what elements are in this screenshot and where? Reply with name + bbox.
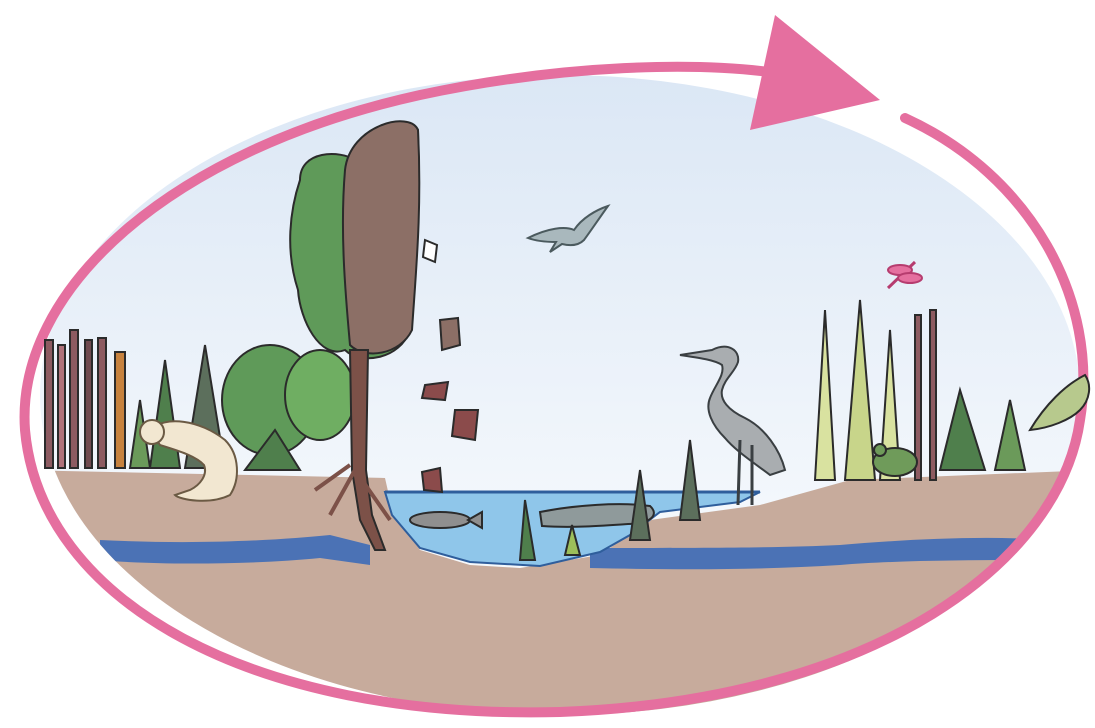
cycle-arrow-head — [750, 15, 880, 130]
